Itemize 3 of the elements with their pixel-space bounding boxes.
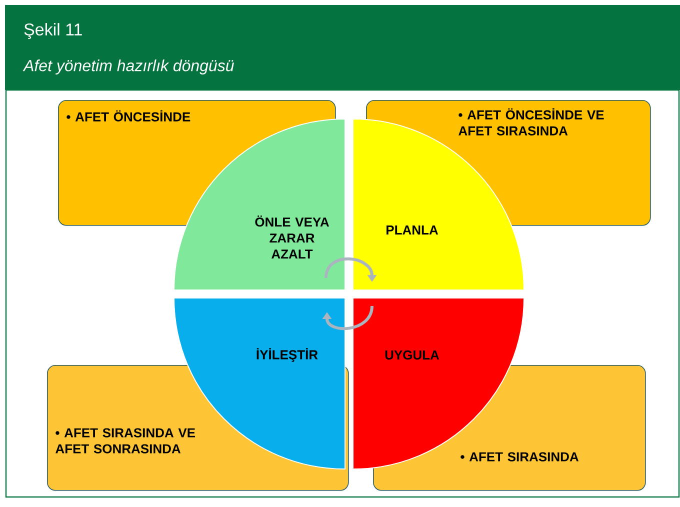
figure-number: Şekil 11 (24, 23, 82, 39)
cycle-arrow (322, 306, 374, 330)
figure-caption: Afet yönetim hazırlık döngüsü (22, 60, 234, 74)
